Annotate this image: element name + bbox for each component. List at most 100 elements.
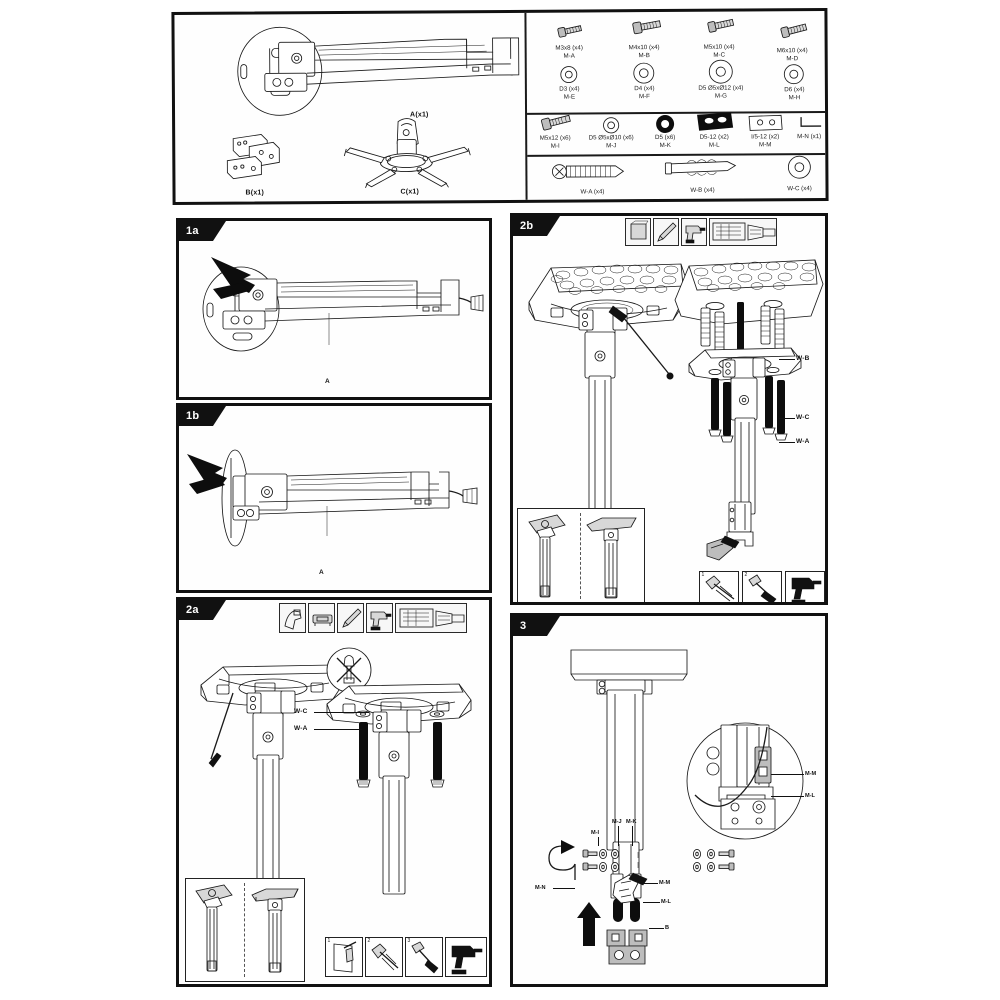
seq-number: 1: [701, 572, 705, 578]
step-3-bracket-piece: [612, 872, 648, 904]
step-panel-3: 3: [510, 613, 828, 987]
leader-wa: [314, 729, 362, 730]
screw-icon: [541, 114, 571, 131]
step-2b-seq-3: [785, 571, 825, 602]
step-2b-seq-2: 2: [742, 571, 782, 602]
step-2b-left-figure: [528, 263, 690, 512]
hardware-panel: M3x8 (x4) M-A M4x10 (x4) M-B: [524, 11, 826, 200]
hardware-code: M-D: [786, 54, 799, 62]
step-panel-2a: 2a: [176, 597, 492, 987]
step-panel-2b: 2b: [510, 213, 828, 605]
dimension-diagram-icon: [395, 603, 467, 633]
pencil-icon: [653, 218, 679, 246]
hardware-code: M-J: [606, 142, 617, 150]
inset-divider: [580, 513, 581, 599]
drill-icon: [366, 603, 393, 633]
step-1a-figure: [202, 257, 484, 352]
step-3-right-fasteners: [692, 848, 735, 873]
hardware-item-M-M: I/5-12 (x2) M-M: [739, 113, 791, 149]
step-2a-seq-3: 3: [405, 937, 443, 977]
leader-wc: [314, 712, 369, 713]
leader-b: [649, 928, 664, 929]
step-badge-2b: 2b: [513, 216, 560, 236]
hardware-item-M-K: D5 (x6) M-K: [640, 114, 690, 150]
washer-icon: [603, 117, 620, 134]
two-hole-plate-icon: [748, 114, 783, 131]
wall-anchor-icon: [664, 159, 737, 176]
parts-sheet: A(x1) B(x1): [171, 7, 829, 206]
step-2a-inset: [185, 878, 305, 982]
drill-icon: [791, 577, 822, 602]
hardware-code: M-L: [708, 141, 720, 149]
leader-mn: [553, 888, 575, 889]
bracket-parts-panel: A(x1) B(x1): [174, 11, 825, 202]
step-3-figure: [570, 649, 688, 965]
step-2b-tool-strip: [625, 218, 777, 246]
step-2a-callout-wa: W-A: [294, 725, 308, 732]
step-2b-inset: [517, 508, 645, 602]
step-2b-seq-1: 1: [699, 571, 739, 602]
allen-key-icon: [548, 840, 576, 880]
wood-screw-icon: [551, 164, 625, 180]
screw-icon: [632, 20, 662, 35]
step-3-callout-mm: M-M: [659, 880, 671, 886]
step-1a-callout-a: A: [325, 378, 330, 385]
extension-arm-icon: [237, 26, 520, 116]
mark-hole-icon: [333, 941, 357, 973]
hammer-anchor-icon: [748, 574, 777, 602]
hardware-code: M-K: [659, 141, 671, 149]
step-1b-callout-a: A: [319, 569, 324, 576]
hardware-code: M-C: [713, 51, 726, 59]
washer-icon: [560, 66, 578, 84]
hardware-code: M-B: [638, 51, 650, 59]
step-3-callout-mk: M-K: [626, 819, 637, 825]
leader-mj: [618, 826, 619, 846]
leader-wc-2b: [779, 418, 795, 419]
step-2a-seq-2: 2: [365, 937, 403, 977]
step-2a-callout-wc: W-C: [294, 708, 308, 715]
step-2a-tool-strip: [279, 603, 467, 633]
leader-wb: [779, 359, 795, 360]
hardware-code: M-A: [563, 52, 575, 60]
hardware-spec: W-B (x4): [690, 186, 715, 194]
screw-icon: [707, 18, 735, 33]
hardware-item-M-D: M6x10 (x4) M-D: [755, 23, 829, 63]
leader-mm: [643, 883, 658, 884]
step-3-left-fasteners: [582, 848, 620, 873]
washer-icon: [633, 62, 655, 84]
bracket-plate-icon: [226, 134, 280, 180]
insert-anchor-icon: [705, 575, 735, 602]
hardware-spec: W-C (x4): [787, 185, 812, 193]
step-3-callout-b: B: [665, 925, 670, 931]
inset-front-view-icon: [586, 517, 637, 599]
black-spacer-block-icon: [697, 112, 734, 131]
step-3-detail-callout-ml: M-L: [805, 793, 815, 799]
part-c-label: C(x1): [400, 188, 420, 196]
hardware-item-W-A: W-A (x4): [537, 158, 647, 196]
step-2b-right-figure: [674, 259, 824, 515]
screw-icon: [780, 23, 808, 39]
insert-anchor-icon: [371, 943, 399, 971]
seq-number: 1: [327, 938, 331, 944]
step-3-detail-callout-mm: M-M: [805, 771, 817, 777]
inset-angled-view-icon: [528, 514, 566, 598]
step-3-callout-ml: M-L: [661, 899, 671, 905]
concrete-block-icon: [625, 218, 651, 246]
inset-angled-view-icon: [195, 884, 233, 972]
seq-number: 3: [407, 938, 411, 944]
hardware-item-M-L: D5-12 (x2) M-L: [685, 112, 743, 150]
hardware-spec: D5 Ø5xØ10 (x6): [588, 134, 634, 142]
hardware-item-M-J: D5 Ø5xØ10 (x6) M-J: [580, 116, 642, 150]
hardware-item-M-I: M5x12 (x6) M-I: [527, 114, 583, 150]
black-washer-icon: [656, 114, 675, 133]
step-2b-callout-wb: W-B: [796, 355, 810, 362]
step-badge-1b: 1b: [179, 406, 226, 426]
step-3-callout-mj: M-J: [612, 819, 622, 825]
step-badge-1a: 1a: [179, 221, 226, 241]
step-3-callout-mi: M-I: [591, 830, 600, 836]
hardware-item-M-F: D4 (x4) M-F: [607, 62, 682, 101]
hardware-code: M-M: [759, 141, 772, 149]
hardware-code: M-G: [714, 92, 727, 100]
leader-mi: [598, 837, 599, 846]
step-badge-3: 3: [513, 616, 560, 636]
